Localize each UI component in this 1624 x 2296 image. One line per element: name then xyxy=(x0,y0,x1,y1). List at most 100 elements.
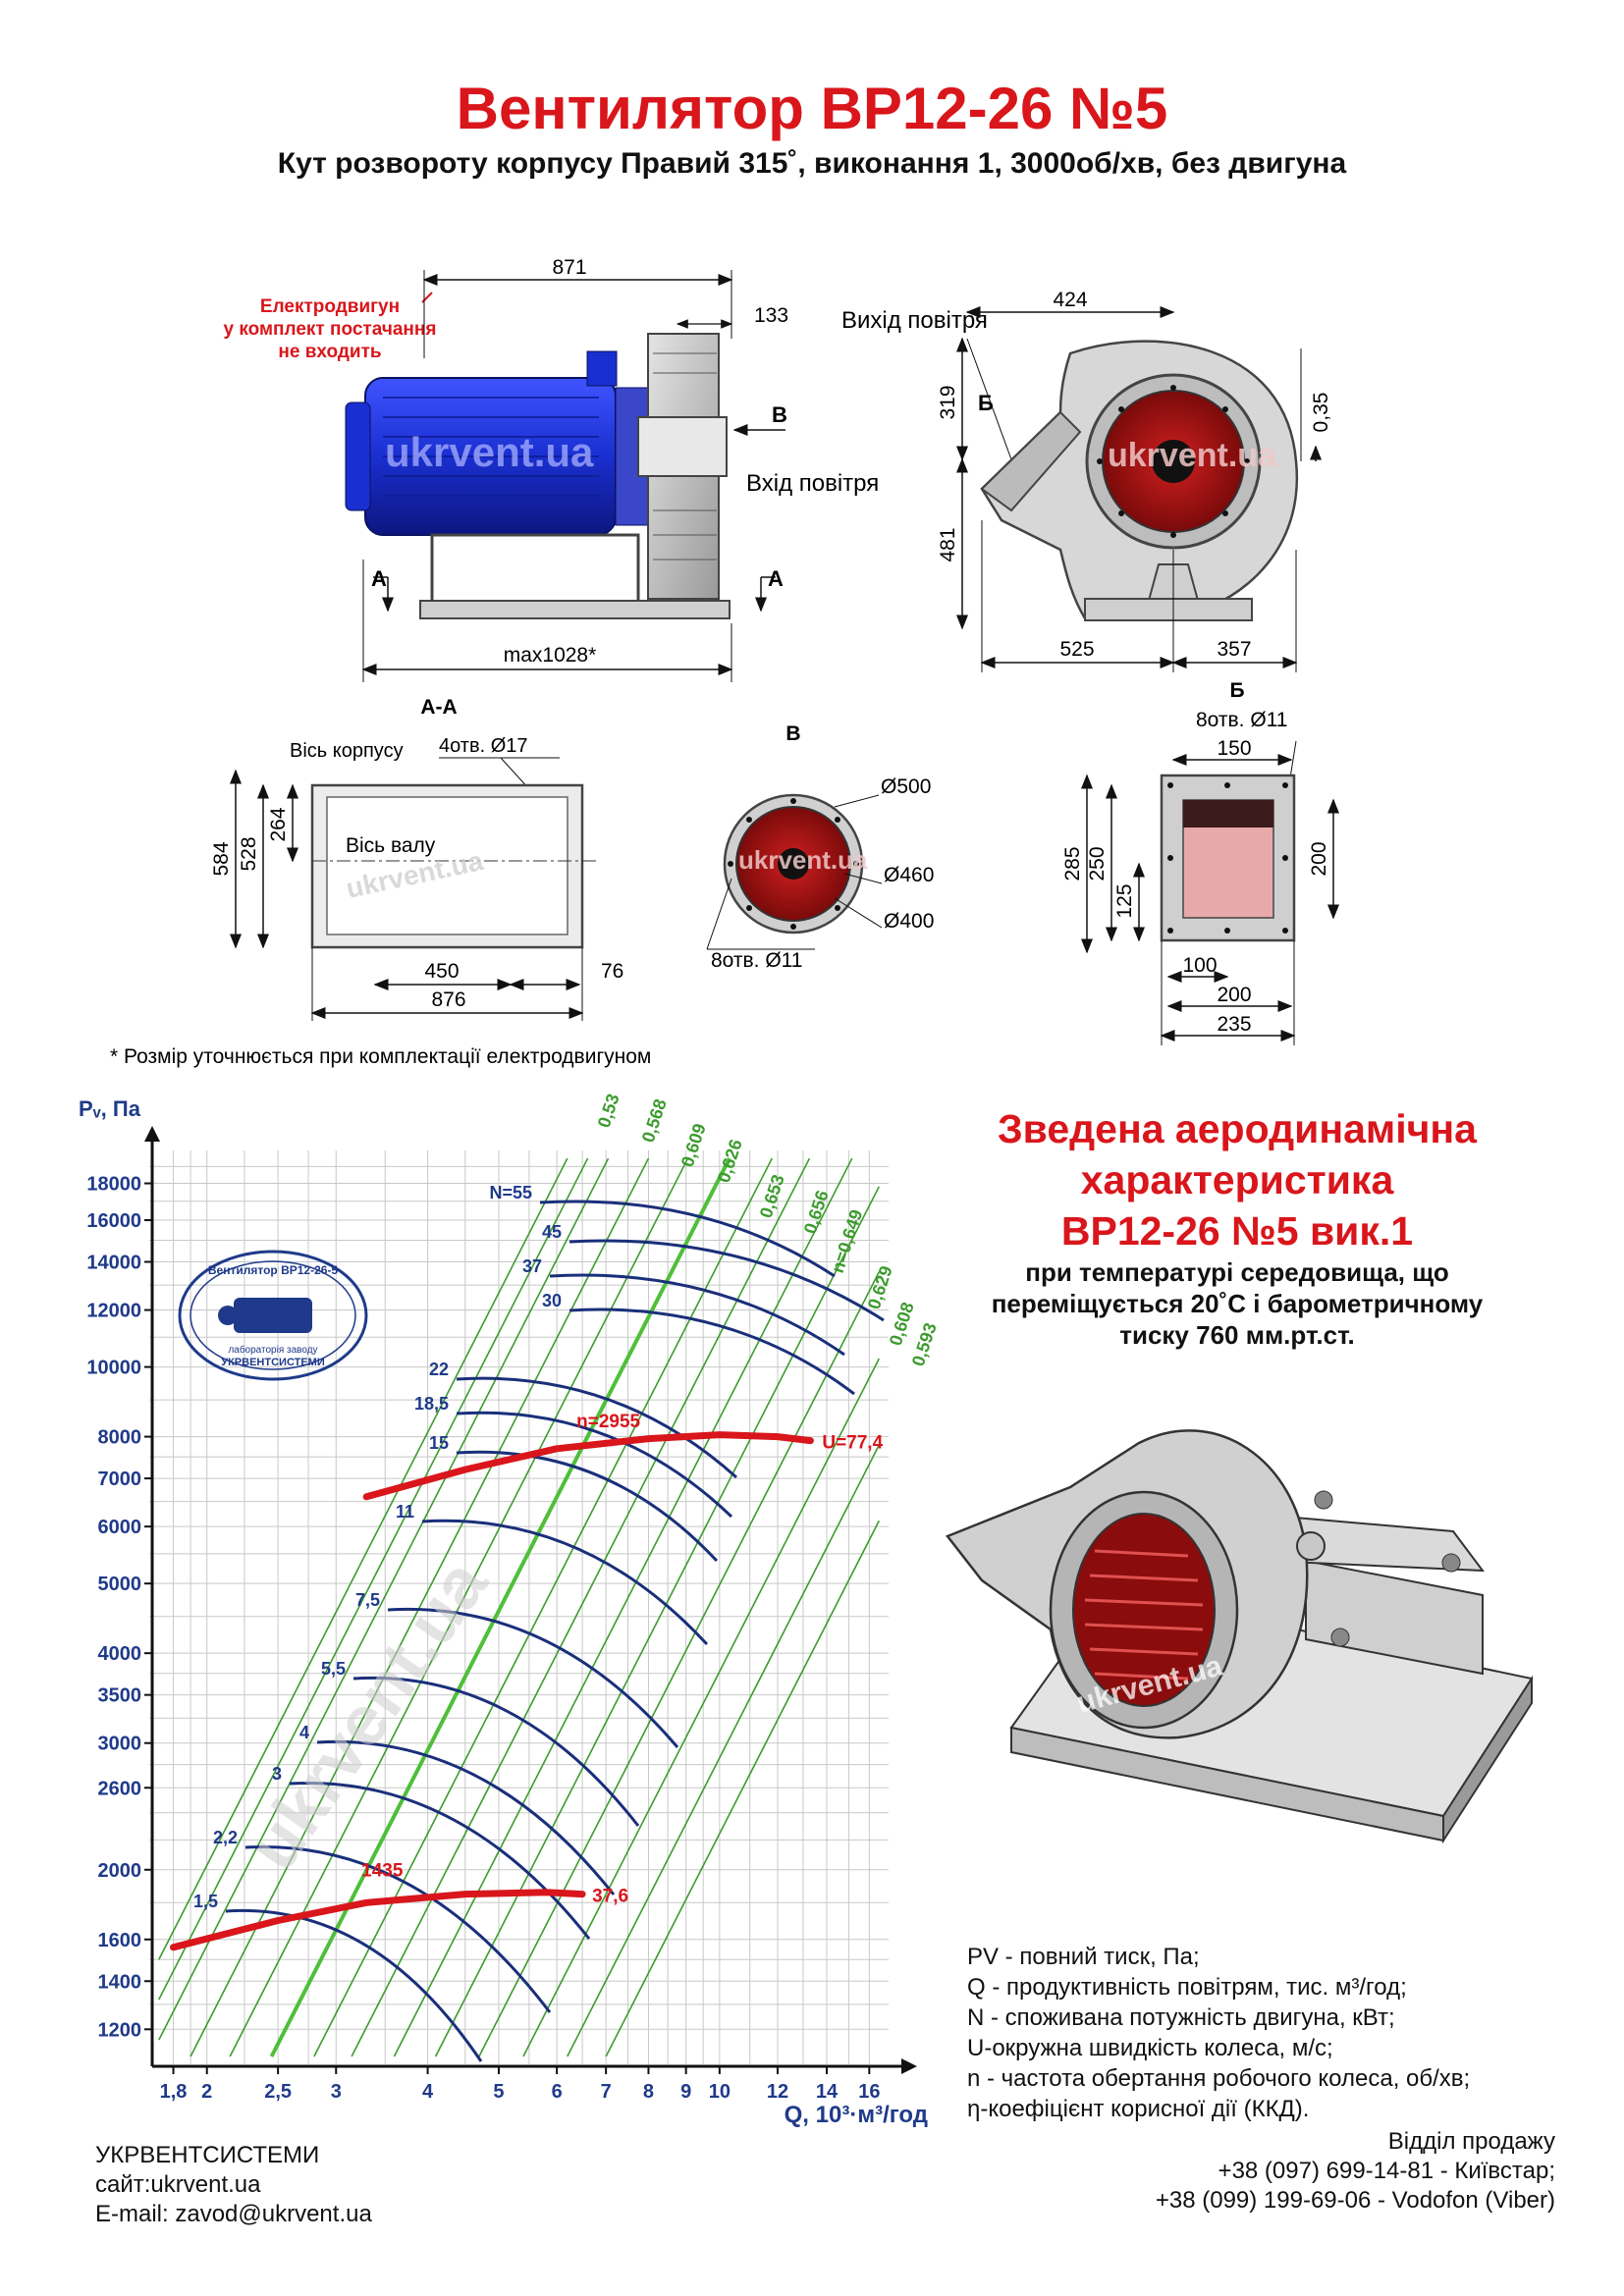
x-tick-label: 2 xyxy=(201,2081,212,2103)
front-view-drawing: Вихід повітря 424 319 481 Б ukrvent.ua 0… xyxy=(841,289,1332,672)
dim-100: 100 xyxy=(1182,954,1217,977)
efficiency-line xyxy=(478,1271,881,2057)
characteristic-sub-line: переміщується 20˚С і барометричному xyxy=(991,1289,1484,1318)
y-tick-label: 8000 xyxy=(98,1427,142,1449)
dim-871: 871 xyxy=(552,256,586,279)
legend-item: U-окружна швидкість колеса, м/с; xyxy=(967,2035,1333,2061)
company-site-link[interactable]: сайт:ukrvent.ua xyxy=(95,2171,261,2198)
efficiency-label: n=0,649 xyxy=(828,1207,867,1275)
efficiency-label: 0,568 xyxy=(638,1096,671,1145)
phone-kyivstar[interactable]: +38 (097) 699-14-81 - Київстар; xyxy=(1218,2158,1555,2184)
page-subtitle: Кут розвороту корпусу Правий 315˚, викон… xyxy=(277,147,1347,180)
efficiency-line xyxy=(158,1157,568,1960)
x-tick-label: 10 xyxy=(709,2081,731,2103)
dim-424: 424 xyxy=(1053,289,1087,311)
efficiency-line xyxy=(158,1157,589,2001)
x-tick-label: 6 xyxy=(552,2081,563,2103)
dim-319: 319 xyxy=(937,385,959,419)
power-label: 7,5 xyxy=(355,1590,380,1610)
y-tick-label: 4000 xyxy=(98,1643,142,1665)
speed-curve-point xyxy=(554,1446,560,1452)
speed-curve-name: 1435 xyxy=(361,1861,404,1882)
power-label: 2,2 xyxy=(213,1828,238,1847)
technical-drawings: Електродвигун у комплект постачання не в… xyxy=(110,256,1339,1068)
power-label: 45 xyxy=(542,1222,562,1242)
y-tick-label: 10000 xyxy=(86,1358,141,1379)
power-label: 11 xyxy=(396,1502,414,1522)
y-tick-label: 14000 xyxy=(86,1253,141,1274)
power-curve xyxy=(421,1519,709,1646)
efficiency-line xyxy=(189,1157,650,2057)
efficiency-line xyxy=(434,1186,881,2057)
efficiency-line xyxy=(393,1157,853,2057)
legend-item: PV - повний тиск, Па; xyxy=(967,1944,1200,1970)
y-tick-label: 7000 xyxy=(98,1468,142,1490)
speed-curve-point xyxy=(579,1892,585,1897)
x-tick-label: 5 xyxy=(493,2081,504,2103)
label-axis-shaft: Вісь валу xyxy=(346,834,436,857)
watermark: ukrvent.ua xyxy=(738,845,868,875)
y-tick-label: 2000 xyxy=(98,1860,142,1882)
power-label: 3 xyxy=(272,1764,282,1784)
section-aa-title: А-А xyxy=(420,696,457,719)
efficiency-line xyxy=(605,1520,881,2057)
efficiency-line xyxy=(313,1157,773,2057)
efficiency-label: 0,656 xyxy=(800,1188,833,1236)
dim-76: 76 xyxy=(601,960,623,983)
dim-450: 450 xyxy=(424,960,459,983)
dim-0-35: 0,35 xyxy=(1310,393,1332,433)
x-tick-label: 9 xyxy=(680,2081,691,2103)
dim-max1028: max1028* xyxy=(504,644,597,667)
footnote: * Розмір уточнюється при комплектації ел… xyxy=(110,1045,651,1068)
power-label: 37 xyxy=(522,1256,542,1276)
legend-item: n - частота обертання робочого колеса, о… xyxy=(967,2065,1471,2092)
dim-133: 133 xyxy=(754,304,788,327)
sales-title: Відділ продажу xyxy=(1387,2128,1555,2155)
legend-item: N - споживана потужність двигуна, кВт; xyxy=(967,2004,1395,2031)
y-tick-label: 18000 xyxy=(86,1174,141,1196)
phone-vodafone[interactable]: +38 (099) 199-69-06 - Vodofon (Viber) xyxy=(1155,2187,1555,2214)
x-tick-label: 4 xyxy=(422,2081,434,2103)
characteristic-sub-line: тиску 760 мм.рт.ст. xyxy=(1119,1320,1355,1350)
power-label: 15 xyxy=(429,1433,449,1453)
speed-curve-point xyxy=(171,1945,177,1950)
label-b-arrow: В xyxy=(772,402,787,427)
y-tick-label: 6000 xyxy=(98,1517,142,1538)
y-tick-label: 1600 xyxy=(98,1930,142,1951)
dim-528: 528 xyxy=(238,836,260,871)
speed-curve-end-label: 37,6 xyxy=(592,1887,628,1907)
diameter-400: Ø400 xyxy=(884,910,934,933)
dim-584: 584 xyxy=(210,841,233,876)
label-air-inlet: Вхід повітря xyxy=(746,470,879,497)
speed-curve-point xyxy=(363,1899,369,1905)
speed-curve-name: n=2955 xyxy=(576,1412,640,1432)
speed-curve-point xyxy=(717,1432,723,1438)
y-tick-label: 5000 xyxy=(98,1574,142,1595)
speed-curve-point xyxy=(807,1438,813,1444)
power-curve xyxy=(568,1308,855,1396)
company-email-link[interactable]: E-mail: zavod@ukrvent.ua xyxy=(95,2201,372,2227)
power-curve xyxy=(456,1450,719,1563)
motor-note-line: не входить xyxy=(278,342,381,362)
view-b-title: В xyxy=(785,722,800,745)
speed-curve-point xyxy=(462,1467,468,1472)
lab-stamp: Вентилятор ВР12-26-5 лабораторія заводу … xyxy=(178,1250,368,1381)
dim-264: 264 xyxy=(267,807,290,841)
y-tick-label: 16000 xyxy=(86,1210,141,1232)
stamp-text: Вентилятор ВР12-26-5 xyxy=(208,1263,339,1277)
power-curve xyxy=(456,1376,738,1479)
legend-item: Q - продуктивність повітрям, тис. м³/год… xyxy=(967,1974,1407,2001)
label-b-cut: Б xyxy=(978,391,994,415)
power-label: 22 xyxy=(429,1360,449,1379)
label-a-left: A xyxy=(371,566,387,591)
legend-item: η-коефіцієнт корисної дії (ККД). xyxy=(967,2096,1310,2122)
label-holes-b: 8отв. Ø11 xyxy=(711,949,802,972)
characteristic-title: Зведена аеродинамічна характеристика ВР1… xyxy=(884,1103,1591,1256)
power-curve xyxy=(539,1200,836,1278)
speed-curve-end-label: U=77,4 xyxy=(822,1433,883,1454)
efficiency-line xyxy=(522,1358,881,2057)
power-label: 18,5 xyxy=(414,1394,449,1414)
diameter-500: Ø500 xyxy=(881,775,931,798)
watermark: ukrvent.ua xyxy=(385,429,594,475)
